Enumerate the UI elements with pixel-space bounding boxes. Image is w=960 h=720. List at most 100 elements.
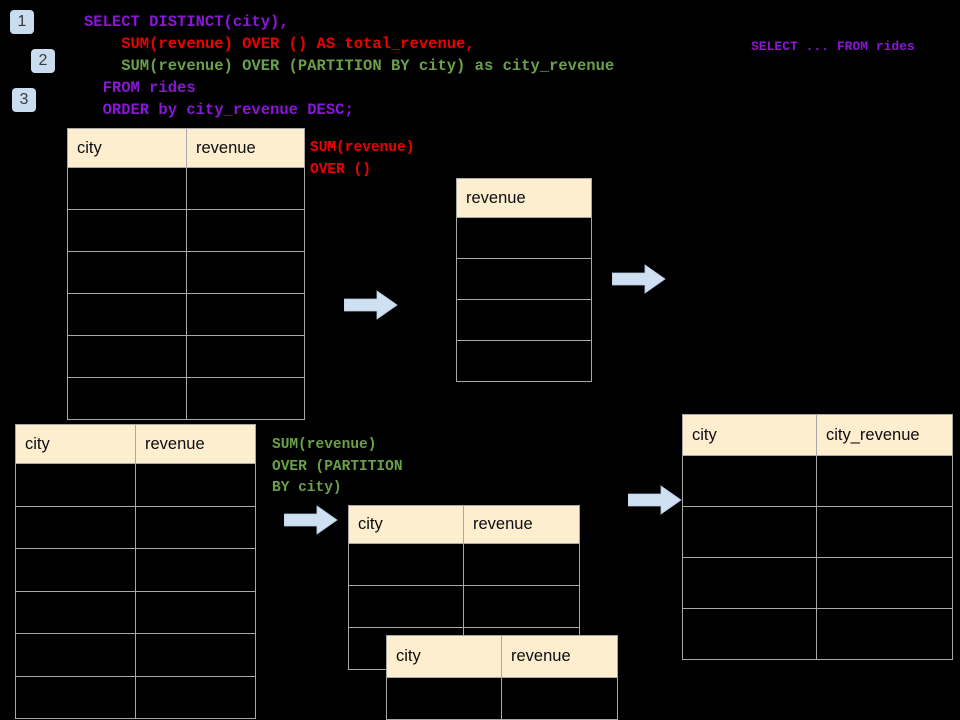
cell-revenue (186, 251, 305, 294)
sql-line-2: SUM(revenue) OVER () AS total_revenue, (84, 35, 475, 53)
table-row (15, 590, 256, 634)
cell-city (15, 633, 136, 677)
sql-code-block: SELECT DISTINCT(city), SUM(revenue) OVER… (84, 11, 614, 121)
annotation-total-revenue: SUM(revenue) OVER () (310, 140, 415, 178)
table-row (348, 543, 580, 586)
column-header-revenue: revenue (186, 128, 305, 168)
column-header-city-revenue: city_revenue (816, 414, 953, 456)
cell-city (15, 548, 136, 592)
table-row (67, 209, 305, 252)
table-row (386, 677, 618, 720)
table-row (15, 633, 256, 677)
column-header-revenue: revenue (501, 635, 618, 678)
cell-revenue (135, 548, 256, 592)
table-row (15, 463, 256, 507)
step-badge-2: 2 (31, 49, 55, 73)
cell-revenue (135, 505, 256, 549)
annotation-city-revenue: SUM(revenue) OVER (PARTITION BY city) (272, 437, 403, 496)
cell-revenue (456, 217, 592, 259)
table-row (67, 251, 305, 294)
cell-city-revenue (816, 455, 953, 507)
cell-revenue (135, 633, 256, 677)
sql-line-5: ORDER by city_revenue DESC; (84, 101, 354, 119)
table-row (682, 506, 953, 558)
cell-city (67, 251, 187, 294)
table-row (456, 299, 592, 341)
table-header-row: revenue (456, 178, 592, 218)
cell-revenue (463, 543, 580, 586)
table-partition-group-front: city revenue (386, 635, 618, 720)
table-header-row: city city_revenue (682, 414, 953, 456)
table-header-row: city revenue (15, 424, 256, 464)
cell-city (682, 557, 817, 609)
cell-city (67, 209, 187, 252)
table-header-row: city revenue (348, 505, 580, 544)
table-result: city city_revenue (682, 414, 953, 660)
cell-city (386, 677, 502, 720)
step-badge-1: 1 (10, 10, 34, 34)
cell-city (67, 167, 187, 210)
cell-revenue (186, 209, 305, 252)
table-row (67, 167, 305, 210)
cell-city (67, 293, 187, 336)
cell-revenue (456, 299, 592, 341)
cell-city-revenue (816, 557, 953, 609)
column-header-city: city (15, 424, 136, 464)
table-rides-top: city revenue (67, 128, 305, 420)
column-header-revenue: revenue (463, 505, 580, 544)
flow-arrow-right-icon (284, 505, 338, 535)
cell-city (348, 585, 464, 628)
cell-revenue (135, 590, 256, 634)
cell-city-revenue (816, 608, 953, 660)
cell-revenue (456, 340, 592, 382)
column-header-city: city (348, 505, 464, 544)
cell-city (15, 463, 136, 507)
flow-arrow-right-icon (344, 290, 398, 320)
cell-revenue (456, 258, 592, 300)
table-row (682, 557, 953, 609)
cell-revenue (186, 167, 305, 210)
table-row (15, 505, 256, 549)
cell-city (682, 506, 817, 558)
cell-revenue (135, 675, 256, 719)
cell-city (67, 335, 187, 378)
table-row (67, 335, 305, 378)
table-row (682, 608, 953, 660)
table-row (348, 585, 580, 628)
table-rides-bottom: city revenue (15, 424, 256, 719)
table-row (682, 455, 953, 507)
column-header-city: city (386, 635, 502, 678)
cell-city (15, 590, 136, 634)
table-row (456, 217, 592, 259)
column-header-city: city (682, 414, 817, 456)
cell-revenue (463, 585, 580, 628)
column-header-revenue: revenue (456, 178, 592, 218)
table-row (456, 258, 592, 300)
cell-city (682, 455, 817, 507)
column-header-city: city (67, 128, 187, 168)
flow-arrow-right-icon (628, 485, 682, 515)
cell-revenue (135, 463, 256, 507)
step-badge-3: 3 (12, 88, 36, 112)
sql-aside-note: SELECT ... FROM rides (751, 39, 915, 54)
table-row (15, 548, 256, 592)
cell-city (682, 608, 817, 660)
cell-revenue (186, 377, 305, 420)
sql-line-1: SELECT DISTINCT(city), (84, 13, 289, 31)
table-row (15, 675, 256, 719)
table-header-row: city revenue (386, 635, 618, 678)
cell-city (67, 377, 187, 420)
cell-city (15, 675, 136, 719)
table-row (67, 377, 305, 420)
cell-city-revenue (816, 506, 953, 558)
table-header-row: city revenue (67, 128, 305, 168)
cell-city (348, 543, 464, 586)
sql-line-3: SUM(revenue) OVER (PARTITION BY city) as… (84, 57, 615, 75)
cell-city (15, 505, 136, 549)
cell-revenue (186, 335, 305, 378)
table-row (456, 340, 592, 382)
table-row (67, 293, 305, 336)
flow-arrow-right-icon (612, 264, 666, 294)
cell-revenue (501, 677, 618, 720)
